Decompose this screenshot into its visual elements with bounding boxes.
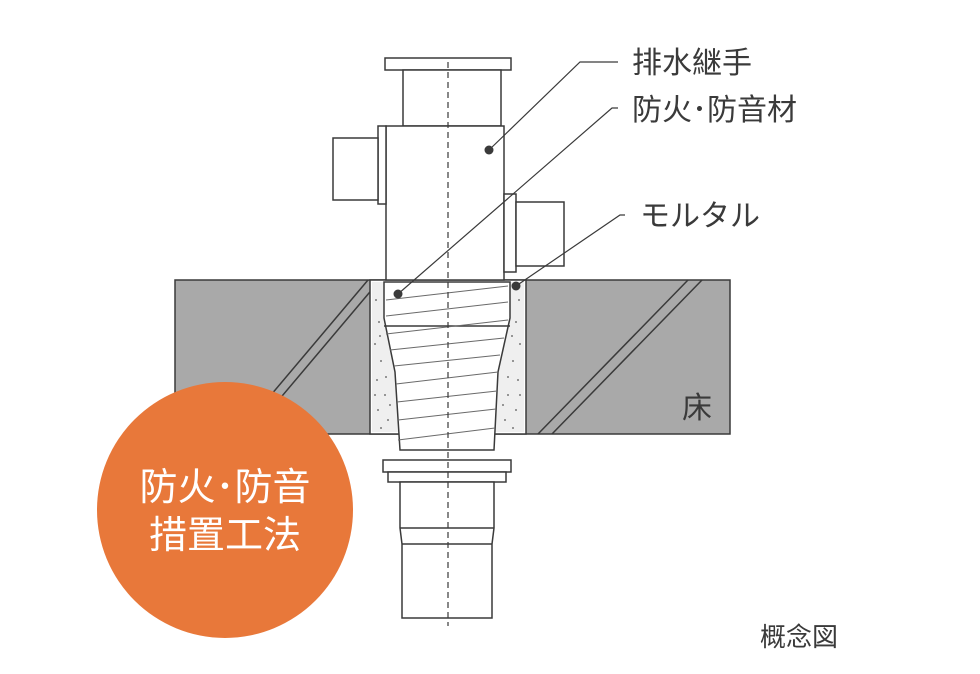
badge-line-2: 措置工法 <box>149 513 301 557</box>
badge-circle <box>97 382 353 638</box>
method-badge: 防火･防音 措置工法 <box>97 382 353 638</box>
label-mortar: モルタル <box>640 199 760 234</box>
drain-fitting <box>332 57 565 281</box>
mortar-fill <box>372 282 524 432</box>
fireproof-wrap <box>385 285 509 441</box>
label-drain-fitting: 排水継手 <box>632 46 752 81</box>
badge-line-1: 防火･防音 <box>139 465 310 509</box>
label-fireproof-material: 防火･防音材 <box>632 93 797 128</box>
leader-lines <box>397 61 625 295</box>
lower-pipe <box>382 459 512 619</box>
label-floor: 床 <box>682 391 712 426</box>
leader-dots <box>393 145 521 299</box>
diagram-caption: 概念図 <box>760 623 838 653</box>
reducer-body <box>383 281 511 451</box>
